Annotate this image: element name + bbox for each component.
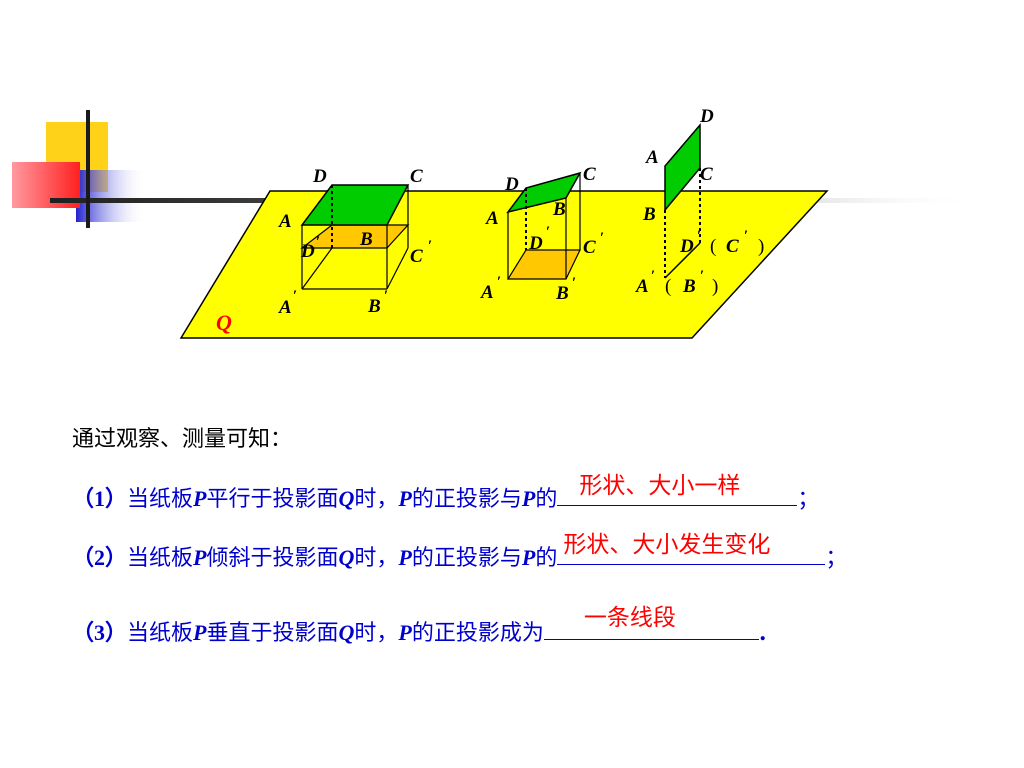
svg-text:B: B <box>682 276 696 297</box>
parallel-board-group: D C A B D ′ C ′ A ′ B ′ <box>278 166 432 318</box>
svg-text:A: A <box>480 282 494 303</box>
projection-figure: Q D C A B D ′ C ′ A ′ B ′ D C A B D <box>179 106 829 339</box>
projection-plane-q <box>179 190 829 339</box>
perpendicular-board-group: D A C B D ′ ( C ′ ) A ′ ( B ′ ) <box>635 106 764 297</box>
plane-label-q: Q <box>216 310 232 335</box>
svg-text:C: C <box>583 237 596 258</box>
svg-text:′: ′ <box>293 288 297 304</box>
svg-text:D: D <box>312 166 327 187</box>
svg-text:D: D <box>679 236 694 257</box>
svg-text:′: ′ <box>572 275 576 291</box>
svg-text:′: ′ <box>600 230 604 246</box>
svg-text:A: A <box>278 211 292 232</box>
svg-text:′: ′ <box>316 234 320 250</box>
intro-label: 通过观察、测量可知： <box>72 427 293 452</box>
svg-text:′: ′ <box>428 238 432 254</box>
svg-text:′: ′ <box>651 268 655 284</box>
statement-1: （1）当纸板P平行于投影面Q时，P的正投影与P的形状、大小一样； <box>72 473 820 512</box>
svg-text:): ) <box>758 236 764 257</box>
svg-text:D: D <box>504 174 519 195</box>
svg-text:D: D <box>699 106 714 127</box>
statement-3: （3）当纸板P垂直于投影面Q时，P的正投影成为一条线段. <box>72 605 767 646</box>
answer-2: 形状、大小发生变化 <box>563 532 771 558</box>
svg-text:′: ′ <box>744 228 748 244</box>
answer-3: 一条线段 <box>583 605 676 631</box>
statement-2: （2）当纸板P倾斜于投影面Q时，P的正投影与P的形状、大小发生变化； <box>72 532 848 571</box>
svg-text:D: D <box>528 233 543 254</box>
intro-text: 通过观察、测量可知： <box>72 425 292 455</box>
svg-text:C: C <box>583 164 596 185</box>
svg-text:A: A <box>635 276 649 297</box>
svg-text:B: B <box>555 283 569 304</box>
svg-text:B: B <box>642 204 656 225</box>
svg-text:′: ′ <box>546 224 550 240</box>
answer-blank-1: 形状、大小一样 <box>557 473 798 506</box>
svg-text:′: ′ <box>384 288 388 304</box>
board-p-perpendicular <box>664 122 701 213</box>
svg-text:A: A <box>485 208 499 229</box>
svg-text:C: C <box>726 236 739 257</box>
answer-blank-2: 形状、大小发生变化 <box>557 532 826 565</box>
vertical-rule <box>86 110 90 228</box>
answer-blank-3: 一条线段 <box>543 605 759 640</box>
svg-text:B: B <box>552 199 566 220</box>
svg-text:D: D <box>300 241 315 262</box>
svg-text:(: ( <box>710 236 716 257</box>
svg-text:(: ( <box>665 276 671 297</box>
svg-text:B: B <box>367 296 381 317</box>
inclined-board-group: D C A B D ′ C ′ A ′ B ′ <box>480 164 604 304</box>
svg-text:): ) <box>712 276 718 297</box>
svg-text:C: C <box>700 164 713 185</box>
svg-text:B: B <box>359 229 373 250</box>
svg-text:C: C <box>410 166 423 187</box>
svg-text:′: ′ <box>700 268 704 284</box>
svg-text:′: ′ <box>697 228 701 244</box>
svg-text:C: C <box>410 246 423 267</box>
svg-text:′: ′ <box>497 274 501 290</box>
svg-text:A: A <box>645 147 659 168</box>
svg-text:A: A <box>278 297 292 318</box>
answer-1: 形状、大小一样 <box>579 473 741 499</box>
projection-segment <box>664 242 701 279</box>
